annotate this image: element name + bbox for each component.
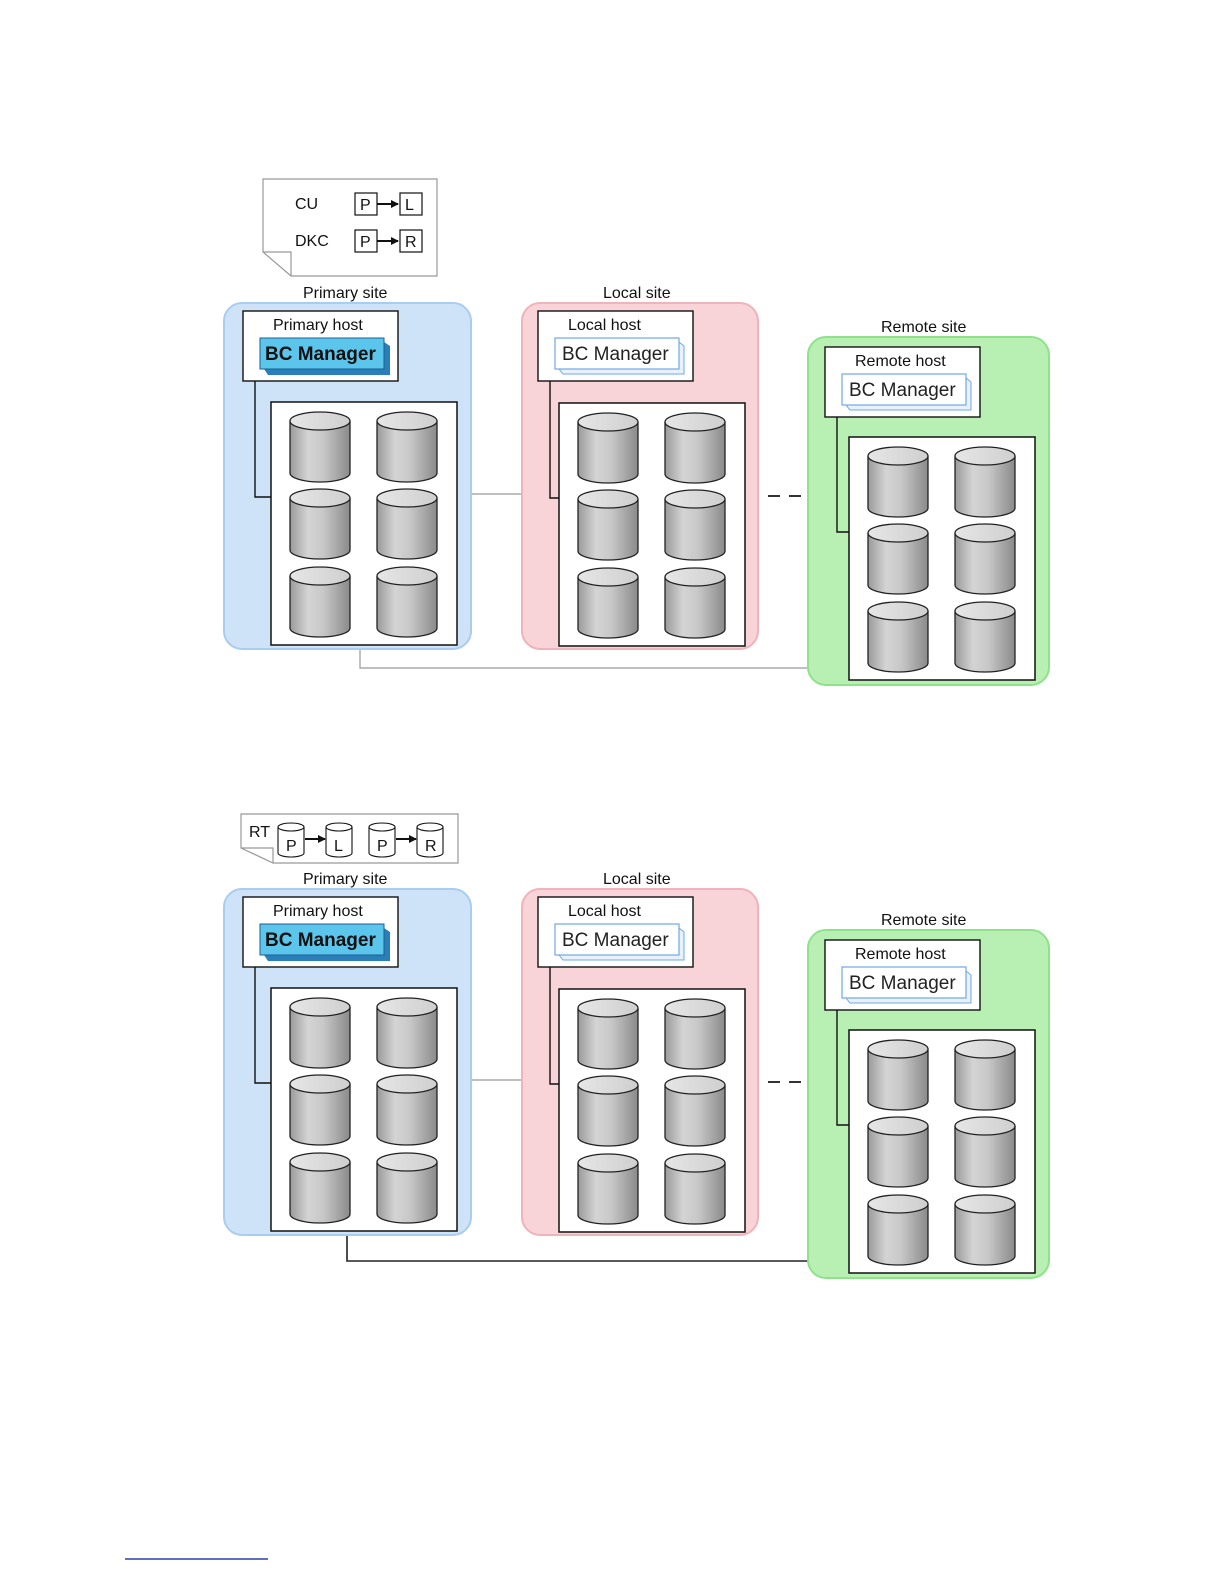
disk-volume-icon xyxy=(578,490,638,560)
copy-legend-cu-dkc: CU P L DKC P R xyxy=(263,179,437,276)
disk-volume-icon xyxy=(377,998,437,1068)
legend-row-label: DKC xyxy=(295,233,329,250)
disk-volume-icon xyxy=(955,1040,1015,1110)
disk-volume-icon xyxy=(665,1154,725,1224)
disk-volume-icon xyxy=(290,489,350,559)
legend-row-label: CU xyxy=(295,196,318,213)
disk-volume-icon xyxy=(955,602,1015,672)
disk-volume-icon xyxy=(955,524,1015,594)
copy-legend-rt: RT P L P R xyxy=(241,814,458,863)
disk-volume-icon xyxy=(665,490,725,560)
site-label: Remote site xyxy=(881,912,966,929)
disk-volume-icon xyxy=(868,602,928,672)
legend-target-volume: R xyxy=(417,823,443,857)
disk-volume-icon xyxy=(578,999,638,1069)
bc-manager-label: BC Manager xyxy=(265,344,376,365)
disk-volume-icon xyxy=(377,1153,437,1223)
legend-source-box-letter: P xyxy=(360,197,371,214)
disk-volume-icon xyxy=(290,998,350,1068)
volume-letter: R xyxy=(425,838,437,855)
disk-volume-icon xyxy=(578,1154,638,1224)
disk-volume-icon xyxy=(665,999,725,1069)
disk-volume-icon xyxy=(377,1075,437,1145)
disk-volume-icon xyxy=(955,1195,1015,1265)
site-label: Remote site xyxy=(881,319,966,336)
host-label: Local host xyxy=(568,903,641,920)
host-box: Local host BC Manager xyxy=(538,311,693,381)
storage-system xyxy=(559,989,745,1232)
volume-letter: P xyxy=(286,838,297,855)
legend-target-box-letter: L xyxy=(405,197,414,214)
disk-volume-icon xyxy=(578,413,638,483)
disk-volume-icon xyxy=(868,447,928,517)
volume-letter: P xyxy=(377,838,388,855)
host-label: Primary host xyxy=(273,317,363,334)
site-label: Local site xyxy=(603,871,671,888)
host-box: Primary host BC Manager xyxy=(243,897,398,967)
host-box: Primary host BC Manager xyxy=(243,311,398,381)
storage-system xyxy=(271,988,457,1231)
host-label: Remote host xyxy=(855,946,946,963)
legend-source-box-letter: P xyxy=(360,234,371,251)
disk-volume-icon xyxy=(377,489,437,559)
bc-manager-label: BC Manager xyxy=(265,930,376,951)
storage-system xyxy=(559,403,745,646)
disk-volume-icon xyxy=(578,568,638,638)
bc-manager-label: BC Manager xyxy=(562,344,669,365)
host-box: Local host BC Manager xyxy=(538,897,693,967)
bc-manager-label: BC Manager xyxy=(562,930,669,951)
legend-source-volume: P xyxy=(278,823,304,857)
disk-volume-icon xyxy=(868,524,928,594)
host-box: Remote host BC Manager xyxy=(825,347,980,417)
bc-manager-label: BC Manager xyxy=(849,973,956,994)
disk-volume-icon xyxy=(578,1076,638,1146)
legend-rt-label: RT xyxy=(249,824,270,841)
storage-system xyxy=(271,402,457,645)
volume-letter: L xyxy=(334,838,343,855)
storage-system xyxy=(849,437,1035,680)
disk-volume-icon xyxy=(955,447,1015,517)
primary-remote-link xyxy=(360,648,808,668)
disk-volume-icon xyxy=(377,567,437,637)
disk-volume-icon xyxy=(290,1153,350,1223)
legend-source-volume: P xyxy=(369,823,395,857)
disk-volume-icon xyxy=(868,1117,928,1187)
host-label: Primary host xyxy=(273,903,363,920)
disk-volume-icon xyxy=(665,413,725,483)
disk-volume-icon xyxy=(290,412,350,482)
bc-manager-label: BC Manager xyxy=(849,380,956,401)
disk-volume-icon xyxy=(868,1195,928,1265)
legend-target-volume: L xyxy=(326,823,352,857)
site-label: Primary site xyxy=(303,871,388,888)
host-label: Remote host xyxy=(855,353,946,370)
host-box: Remote host BC Manager xyxy=(825,940,980,1010)
disk-volume-icon xyxy=(290,567,350,637)
disk-volume-icon xyxy=(377,412,437,482)
site-label: Primary site xyxy=(303,285,388,302)
legend-target-box-letter: R xyxy=(405,234,417,251)
disk-volume-icon xyxy=(955,1117,1015,1187)
storage-system xyxy=(849,1030,1035,1273)
disk-volume-icon xyxy=(665,1076,725,1146)
disk-volume-icon xyxy=(290,1075,350,1145)
host-label: Local host xyxy=(568,317,641,334)
disk-volume-icon xyxy=(665,568,725,638)
primary-remote-link xyxy=(347,1236,808,1261)
site-label: Local site xyxy=(603,285,671,302)
disk-volume-icon xyxy=(868,1040,928,1110)
